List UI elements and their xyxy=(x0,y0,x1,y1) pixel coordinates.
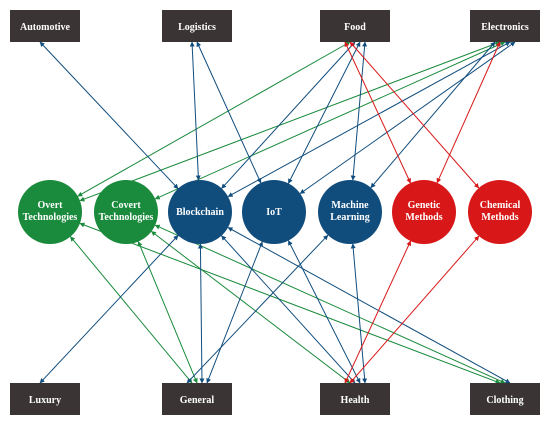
sector-label-food: Food xyxy=(344,22,366,33)
sector-box-general: General xyxy=(162,383,232,415)
link-blockchain-luxury xyxy=(39,235,179,384)
sector-box-clothing: Clothing xyxy=(470,383,540,415)
sector-label-general: General xyxy=(180,395,215,406)
link-iot-electronics xyxy=(299,41,516,195)
link-covert-clothing xyxy=(154,224,506,384)
sector-label-electronics: Electronics xyxy=(481,22,529,33)
link-blockchain-logistics xyxy=(189,41,201,181)
tech-label-line2: Methods xyxy=(405,212,442,223)
sector-label-luxury: Luxury xyxy=(29,395,61,406)
link-ml-electronics xyxy=(370,41,496,189)
tech-node-overt-technologies: Overt Technologies xyxy=(18,180,82,244)
tech-label-line1: Overt xyxy=(38,200,64,211)
tech-label-line2: Technologies xyxy=(99,212,154,223)
sector-label-automotive: Automotive xyxy=(20,22,71,33)
link-blockchain-general xyxy=(197,243,205,384)
link-blockchain-electronics xyxy=(227,41,511,198)
link-overt1-electronics xyxy=(79,41,501,202)
links-layer xyxy=(39,41,516,384)
tech-label-line1: Genetic xyxy=(408,200,441,211)
tech-label-line2: Methods xyxy=(481,212,518,223)
tech-label-line2: Learning xyxy=(330,212,369,223)
tech-node-iot: IoT xyxy=(242,180,306,244)
tech-label-line1: Chemical xyxy=(480,200,521,211)
tech-label-line1: Machine xyxy=(331,200,369,211)
link-overt1-clothing xyxy=(79,222,501,384)
link-covert-general xyxy=(137,241,198,384)
link-iot-logistics xyxy=(196,41,262,184)
tech-node-covert-technologies: Covert Technologies xyxy=(94,180,158,244)
tech-node-machine-learning: Machine Learning xyxy=(318,180,382,244)
link-iot-food xyxy=(287,41,361,184)
sector-box-health: Health xyxy=(320,383,390,415)
tech-label-line1: IoT xyxy=(266,207,282,218)
link-ml-general xyxy=(186,234,329,384)
sector-label-logistics: Logistics xyxy=(178,22,216,33)
sector-box-luxury: Luxury xyxy=(10,383,80,415)
link-blockchain-health xyxy=(221,235,356,384)
sector-box-logistics: Logistics xyxy=(162,10,232,42)
sector-box-electronics: Electronics xyxy=(470,10,540,42)
link-covert-health xyxy=(151,231,351,384)
link-chemical-health xyxy=(349,235,480,384)
sector-label-health: Health xyxy=(341,395,370,406)
link-genetic-electronics xyxy=(436,41,501,184)
link-chemical-food xyxy=(349,41,480,189)
sector-box-food: Food xyxy=(320,10,390,42)
link-blockchain-clothing xyxy=(227,227,511,384)
sector-label-clothing: Clothing xyxy=(486,395,523,406)
link-blockchain-automotive xyxy=(39,41,179,190)
tech-node-blockchain: Blockchain xyxy=(168,180,232,244)
link-iot-health xyxy=(287,240,361,384)
tech-label-line1: Blockchain xyxy=(176,207,224,218)
tech-label-line2: Technologies xyxy=(23,212,78,223)
tech-node-genetic-methods: Genetic Methods xyxy=(392,180,456,244)
tech-node-chemical-methods: Chemical Methods xyxy=(468,180,532,244)
sector-box-automotive: Automotive xyxy=(10,10,80,42)
link-blockchain-food xyxy=(221,41,356,189)
tech-label-line1: Covert xyxy=(111,200,141,211)
